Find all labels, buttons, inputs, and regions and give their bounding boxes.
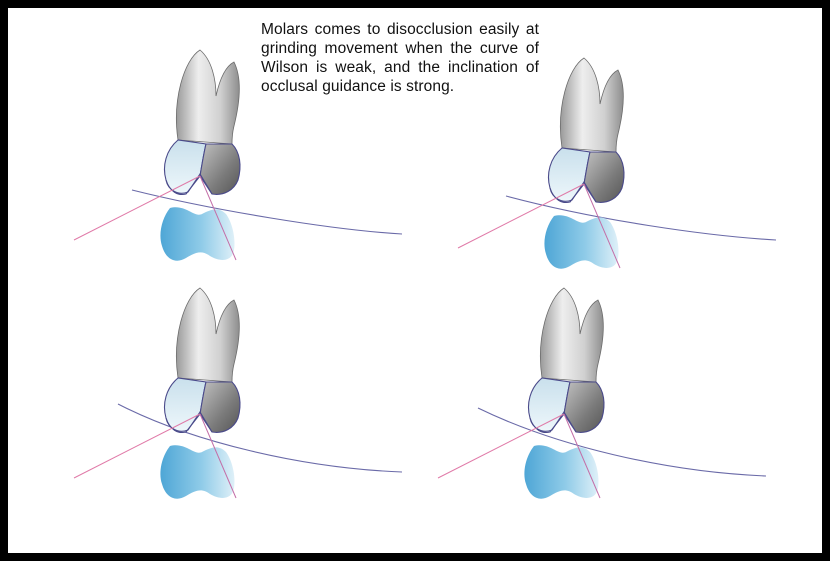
slide: Molars comes to disocclusion easily at g… <box>8 8 822 553</box>
panel-bottom-right <box>438 288 766 499</box>
panel-bottom-left <box>74 288 402 499</box>
caption-text: Molars comes to disocclusion easily at g… <box>261 20 539 96</box>
